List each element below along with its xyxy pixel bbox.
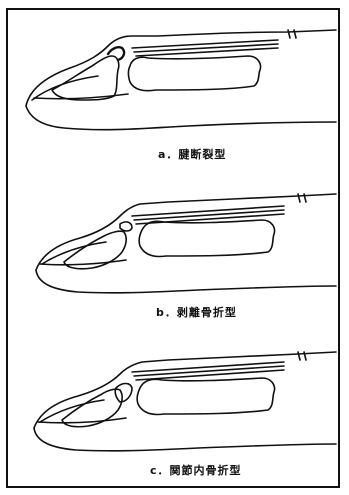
- panel-b: b．剥離骨折型: [8, 170, 338, 328]
- panel-a: a．腱断裂型: [8, 10, 338, 170]
- caption-b: b．剥離骨折型: [156, 304, 237, 320]
- figure-frame: a．腱断裂型 b．剥離骨折型: [6, 8, 340, 488]
- panel-c: c．関節内骨折型: [8, 328, 338, 488]
- caption-a: a．腱断裂型: [158, 146, 226, 162]
- caption-c: c．関節内骨折型: [150, 462, 242, 478]
